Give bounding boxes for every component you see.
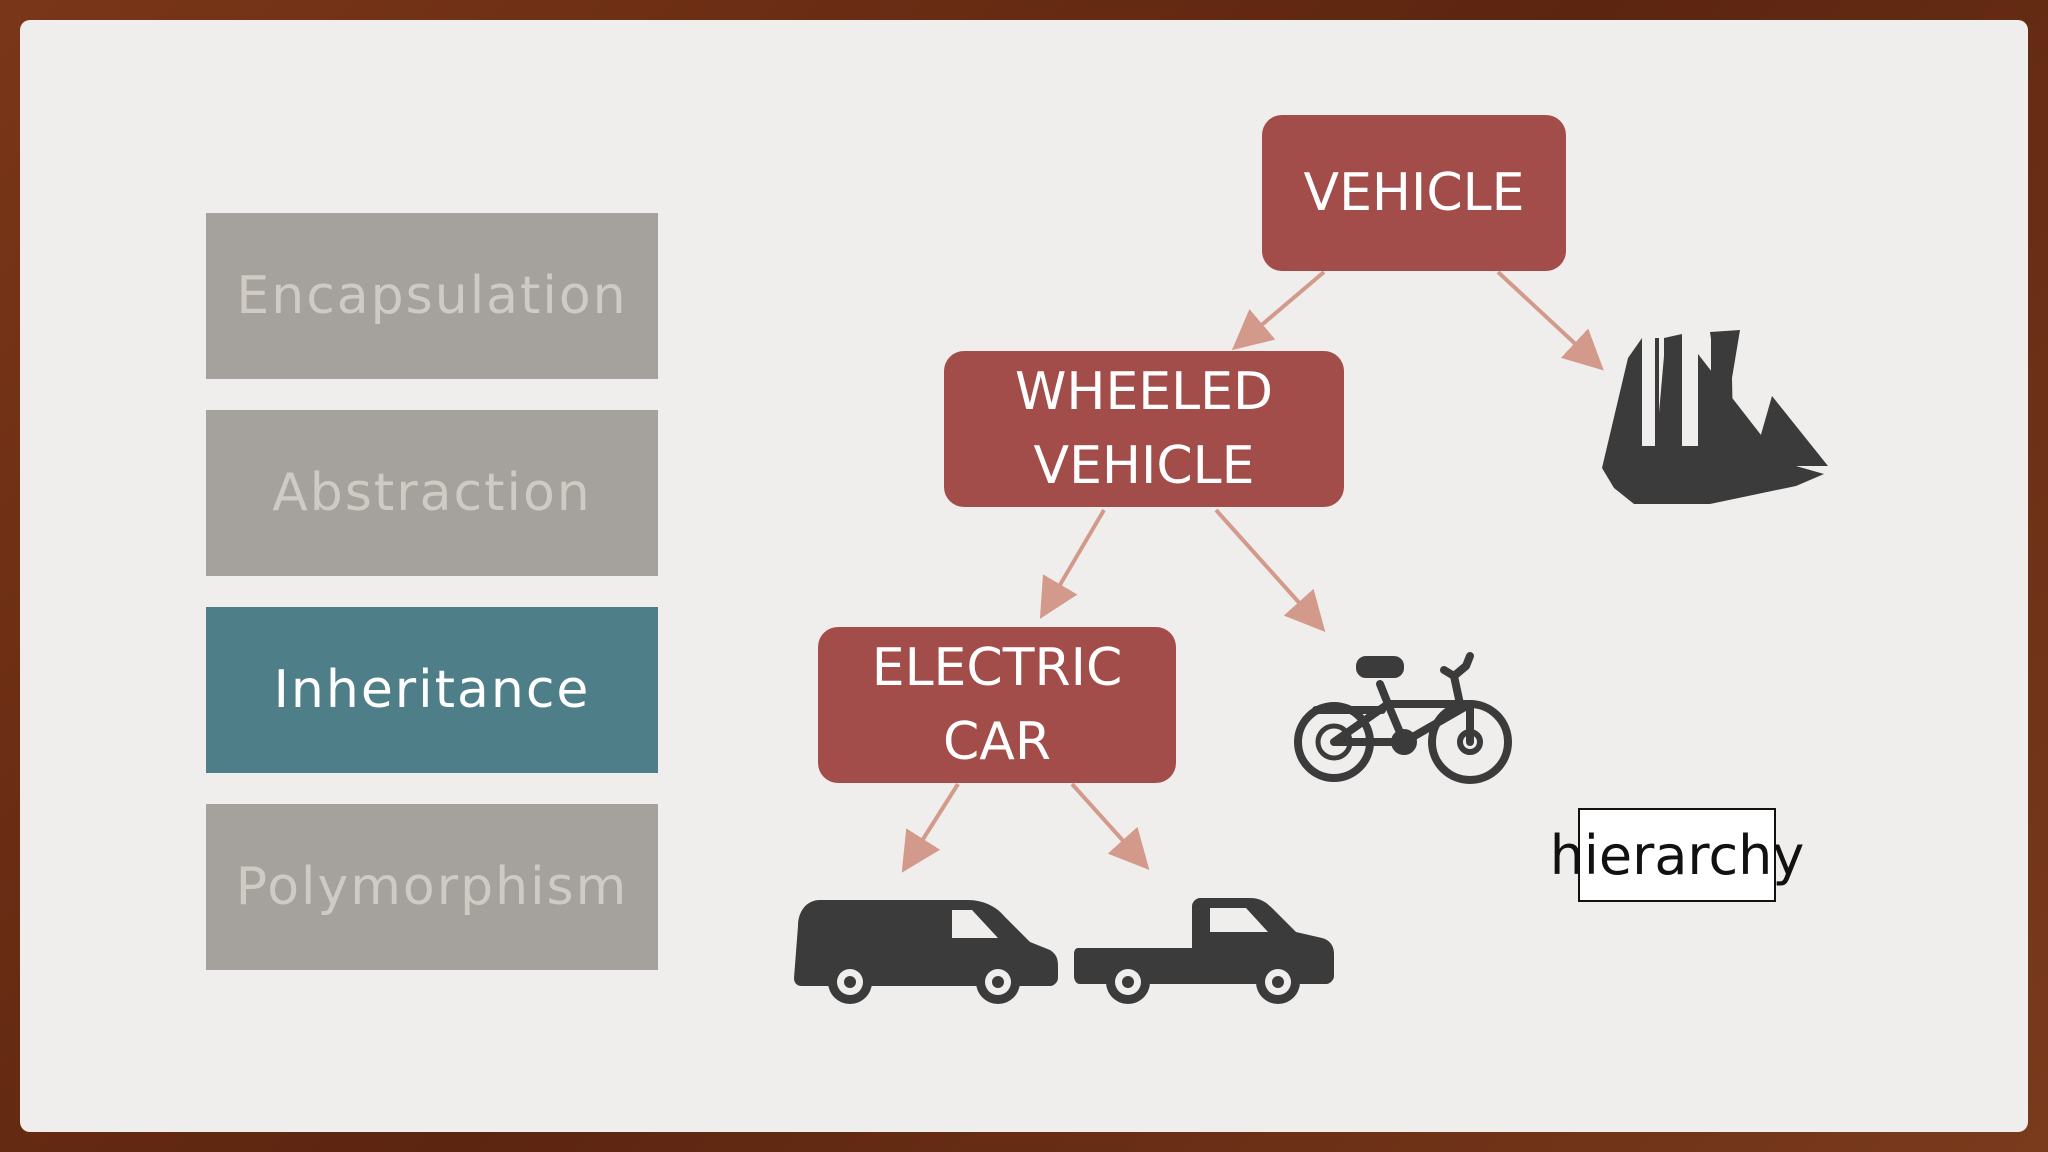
node-wheeled-vehicle: WHEELED VEHICLE (944, 351, 1344, 507)
pillar-abstraction: Abstraction (206, 410, 658, 576)
hierarchy-label: hierarchy (1550, 808, 1804, 902)
slide: Encapsulation Abstraction Inheritance Po… (20, 20, 2028, 1132)
pillar-polymorphism: Polymorphism (206, 804, 658, 970)
arrow-electric-to-pickup (1070, 782, 1150, 870)
node-vehicle-label: VEHICLE (1303, 163, 1525, 223)
node-wheeled-vehicle-line2: VEHICLE (1033, 436, 1255, 496)
arrow-wheeled-to-electric (1039, 508, 1106, 619)
arrow-electric-to-van (901, 782, 960, 873)
node-electric-car-line1: ELECTRIC (871, 638, 1123, 698)
van-icon (794, 900, 1058, 1004)
arrow-vehicle-to-ship (1496, 270, 1604, 371)
pillar-inheritance: Inheritance (206, 607, 658, 773)
pickup-truck-icon (1074, 898, 1334, 1004)
arrow-vehicle-to-wheeled (1231, 270, 1326, 351)
arrow-wheeled-to-bicycle (1214, 508, 1326, 632)
node-electric-car: ELECTRIC CAR (818, 627, 1176, 783)
bicycle-icon (1294, 652, 1512, 784)
node-vehicle: VEHICLE (1262, 115, 1566, 271)
node-wheeled-vehicle-line1: WHEELED (1014, 362, 1274, 422)
hierarchy-diagram (794, 270, 1828, 1004)
sailing-ship-icon (1602, 330, 1828, 504)
pillar-encapsulation: Encapsulation (206, 213, 658, 379)
node-electric-car-line2: CAR (942, 712, 1051, 772)
